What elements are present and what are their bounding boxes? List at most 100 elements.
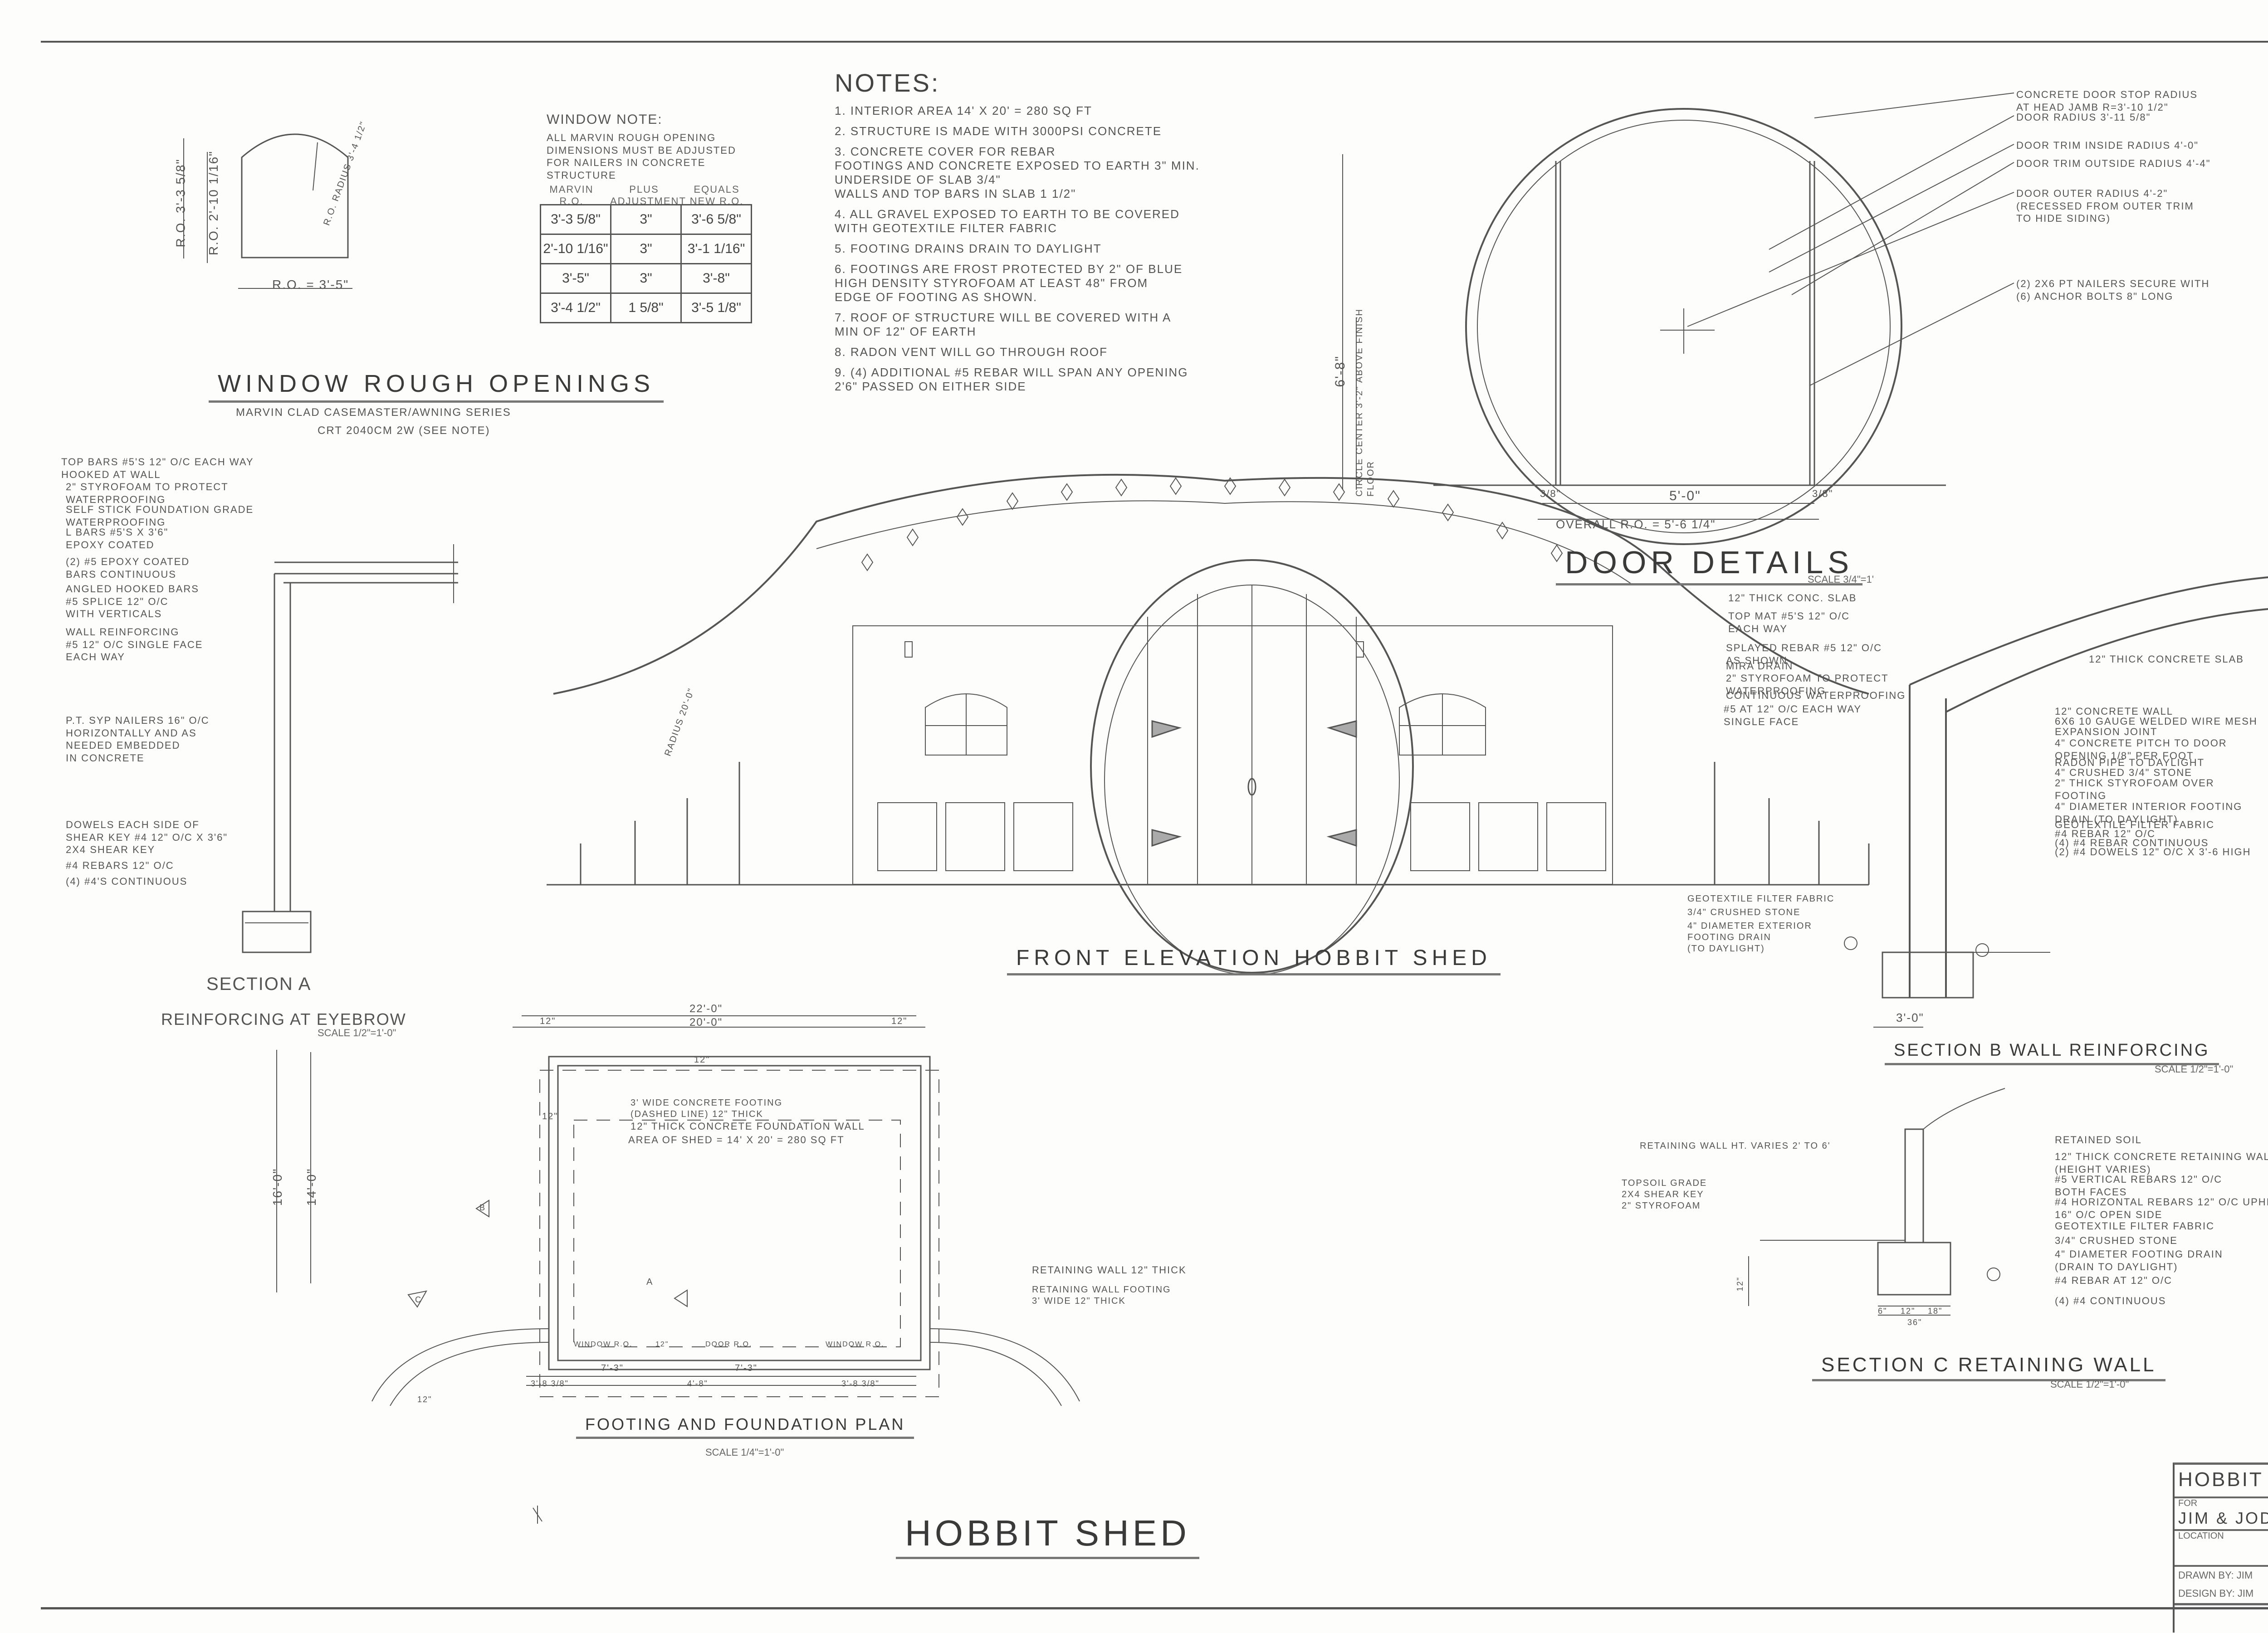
section-a-callout: 2" styrofoam to protect waterproofing: [66, 481, 229, 505]
note-item: 7. Roof of structure will be covered wit…: [835, 311, 1172, 338]
door-details-title: Door Details: [1556, 544, 1863, 585]
title-block-for-label: For: [2178, 1498, 2198, 1508]
title-block: Hobbit Shed For Jim & Jodi Location Draw…: [2173, 1462, 2268, 1633]
title-block-credits-row: Drawn by: Jim Design by: Jim: [2175, 1567, 2268, 1605]
plan-dim-wall-bottom: 12": [542, 1111, 558, 1121]
section-b-callout-left: 3/4" crushed stone: [1687, 907, 1801, 917]
note-item: 6. Footings are frost protected by 2" of…: [835, 262, 1183, 304]
window-col-header: Marvin R.O.: [549, 184, 594, 207]
plan-dim-overall-width: 22'-0": [689, 1003, 723, 1015]
section-a-callout: L bars #5's x 3'6" epoxy coated: [66, 526, 169, 551]
section-c-callout-right: Geotextile filter fabric: [2055, 1220, 2214, 1232]
plan-dim-wall-left: 12": [540, 1016, 556, 1026]
plan-opening-label: Window R.O.: [574, 1341, 633, 1348]
section-b-callout-right: (2) #4 dowels 12" o/c x 3'-6 high: [2055, 846, 2251, 858]
section-a-drawing: [242, 544, 458, 953]
door-detail-drawing: [1342, 93, 2014, 545]
note-item: 1. Interior area 14' x 20' = 280 sq ft: [835, 104, 1092, 117]
section-c-dim: 36": [1907, 1318, 1922, 1327]
plan-dim-bottom: 3'-8 3/8": [531, 1379, 569, 1388]
table-row: 3'-4 1/2" 1 5/8" 3'-5 1/8": [540, 292, 752, 323]
section-b-title: Section B Wall Reinforcing: [1885, 1041, 2219, 1065]
section-b-callout-right: Radon pipe to daylight: [2055, 757, 2205, 768]
section-c-callout-right: (4) #4 continuous: [2055, 1295, 2166, 1306]
section-c-callout-right: #5 vertical rebars 12" o/c both faces: [2055, 1174, 2223, 1198]
door-callout: Door outer radius 4'-2" (recessed from o…: [2016, 188, 2194, 224]
table-row: 3'-5" 3" 3'-8": [540, 263, 752, 294]
section-b-callout-left: Top mat #5's 12" o/c each way: [1728, 610, 1850, 634]
door-dim-inner-right: 3/8": [1812, 488, 1833, 499]
window-dim-width: R.O. = 3'-5": [272, 278, 349, 292]
note-item: 3. Concrete cover for rebar Footings and…: [835, 145, 1200, 200]
section-c-dim: 12": [1901, 1306, 1916, 1316]
drawing-sheet-border: [41, 41, 2268, 1609]
section-a-subtitle: Reinforcing at Eyebrow: [161, 1010, 406, 1029]
plan-dim-curve: 12": [417, 1395, 432, 1404]
title-block-client: Jim & Jodi: [2178, 1509, 2268, 1527]
section-b-callout-left: 2" styrofoam to protect waterproofing: [1726, 673, 1889, 697]
section-b-callout-right: 4" concrete pitch to door opening 1/8" p…: [2055, 737, 2227, 761]
door-dim-height: 6'-8": [1333, 355, 1348, 387]
section-c-title: Section C Retaining Wall: [1812, 1354, 2165, 1381]
section-marker-a: A: [646, 1277, 654, 1287]
front-elevation-title: Front Elevation Hobbit Shed: [1007, 946, 1501, 975]
section-a-callout: Self stick foundation grade waterproofin…: [66, 504, 254, 528]
title-block-location-label: Location: [2178, 1531, 2224, 1541]
door-callout: Door trim inside radius 4'-0": [2016, 140, 2199, 151]
section-a-scale: Scale 1/2"=1'-0": [318, 1027, 396, 1038]
section-c-callout-right: #4 rebar at 12" o/c: [2055, 1275, 2172, 1286]
note-item: 8. Radon vent will go through roof: [835, 345, 1108, 359]
plan-callout: 3' wide concrete footing (dashed line) 1…: [631, 1098, 783, 1119]
door-callout: Door radius 3'-11 5/8": [2016, 112, 2151, 123]
table-cell: 3'-8": [680, 263, 752, 294]
section-c-callout-right: Retained soil: [2055, 1134, 2142, 1146]
plan-dim-bottom: 7'-3": [601, 1363, 624, 1373]
notes-block: Notes: 1. Interior area 14' x 20' = 280 …: [835, 68, 1234, 400]
section-b-callout-right: Expansion joint: [2055, 726, 2158, 737]
table-cell: 3": [610, 204, 682, 235]
note-item: 5. Footing drains drain to daylight: [835, 242, 1102, 255]
window-dim-height-1: R.O. 3'-3 5/8": [173, 158, 188, 248]
window-dim-height-2: R.O. 2'-10 1/16": [206, 151, 220, 255]
section-c-drawing: [1760, 1088, 2005, 1316]
table-row: 2'-10 1/16" 3" 3'-1 1/16": [540, 234, 752, 264]
table-cell: 3'-4 1/2": [540, 292, 611, 323]
section-c-scale: Scale 1/2"=1'-0": [2050, 1379, 2129, 1390]
door-callout: Door trim outside radius 4'-4": [2016, 158, 2211, 169]
plan-dim-bottom: 4'-8": [687, 1379, 708, 1388]
section-a-callout: Dowels each side of shear key #4 12" o/c…: [66, 819, 228, 843]
window-note-text: All Marvin rough opening dimensions must…: [547, 132, 736, 181]
plan-retaining-callout: Retaining wall 12" thick: [1032, 1264, 1187, 1276]
section-c-callout-right: 12" thick concrete retaining wall (heigh…: [2055, 1151, 2268, 1175]
table-cell: 3'-1 1/16": [680, 234, 752, 264]
window-rough-openings-title: Window Rough Openings: [209, 370, 664, 403]
plan-dim-bottom: 3'-8 3/8": [841, 1379, 880, 1388]
title-block-client-row: For Jim & Jodi: [2175, 1498, 2268, 1531]
notes-heading: Notes:: [835, 68, 940, 97]
section-b-callout-right: Geotextile filter fabric: [2055, 819, 2214, 830]
section-b-drawing: [1844, 576, 2268, 1028]
table-cell: 2'-10 1/16": [540, 234, 611, 264]
plan-opening-label: Window R.O.: [826, 1341, 885, 1348]
door-dim-center: Circle center 3'-2" above finish floor: [1354, 308, 1376, 497]
door-dim-inner: 5'-0": [1669, 488, 1701, 503]
section-b-callout-right: 4" crushed 3/4" stone: [2055, 767, 2192, 778]
foundation-plan-scale: Scale 1/4"=1'-0": [705, 1447, 784, 1458]
note-item: 2. Structure is made with 3000psi concre…: [835, 124, 1162, 138]
section-b-callout-left: Splayed rebar #5 12" o/c as shown: [1726, 642, 1882, 666]
plan-dim-wall-top: 12": [694, 1055, 710, 1065]
title-block-design-by: Design by: Jim: [2178, 1588, 2254, 1599]
section-a-callout: #4 rebars 12" o/c: [66, 860, 174, 871]
section-c-callout-right: 3/4" crushed stone: [2055, 1235, 2178, 1246]
table-cell: 3": [610, 234, 682, 264]
section-b-callout-left: 12" thick conc. slab: [1728, 592, 1857, 604]
sheet-main-title: Hobbit Shed: [896, 1512, 1199, 1559]
section-b-callout-right: 4" diameter interior footing drain (to d…: [2055, 801, 2243, 825]
window-adjustment-table: 3'-3 5/8" 3" 3'-6 5/8" 2'-10 1/16" 3" 3'…: [540, 204, 752, 323]
section-a-callout: (2) #5 epoxy coated bars continuous: [66, 556, 190, 580]
section-b-callout-left: Continuous waterproofing: [1726, 690, 1906, 701]
table-row: 3'-3 5/8" 3" 3'-6 5/8": [540, 204, 752, 235]
section-a-callout: (4) #4's continuous: [66, 876, 188, 887]
door-callout: Concrete door stop radius at head jamb R…: [2016, 89, 2198, 113]
section-b-callout-right: 12" concrete wall: [2055, 706, 2174, 717]
